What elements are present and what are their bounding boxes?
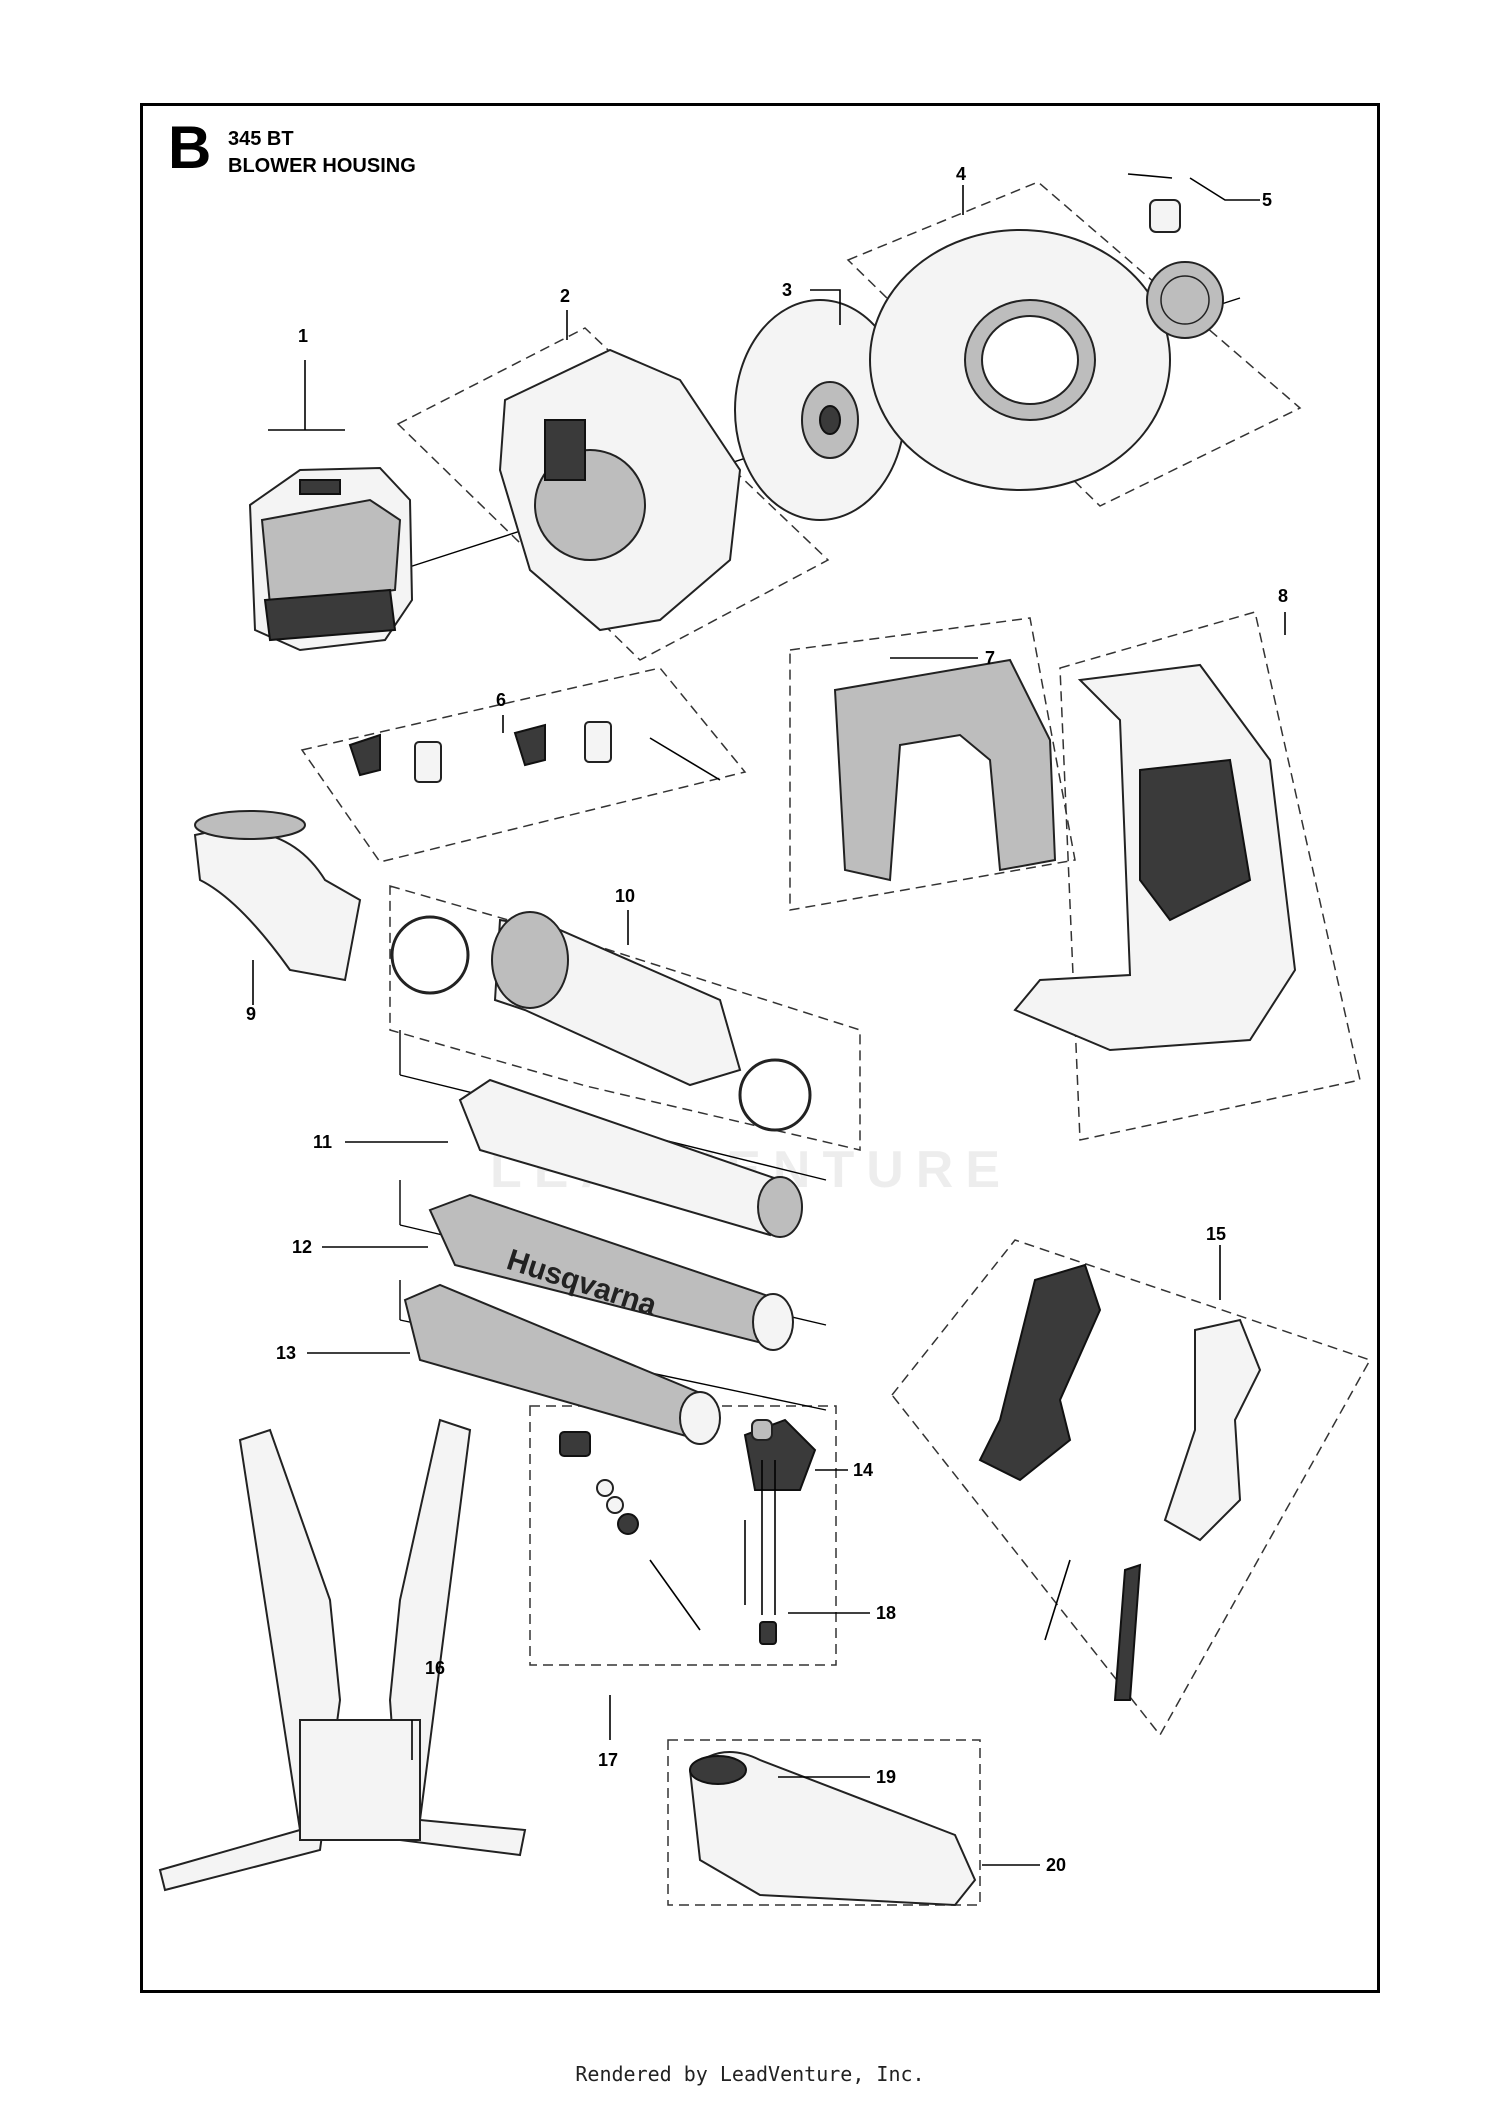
title-block: 345 BT BLOWER HOUSING	[228, 126, 416, 180]
callout-9: 9	[246, 1004, 256, 1024]
footer-credit: Rendered by LeadVenture, Inc.	[575, 2062, 925, 2086]
valve-part	[559, 1431, 701, 1631]
callout-18: 18	[876, 1603, 896, 1623]
fan-cover-part	[869, 229, 1171, 491]
callout-10: 10	[615, 886, 635, 906]
harness-part	[158, 1418, 527, 1892]
callout-3: 3	[782, 280, 792, 300]
callout-5: 5	[1262, 190, 1272, 210]
diagram-title: BLOWER HOUSING	[228, 155, 416, 177]
leader-5	[1189, 177, 1260, 201]
back-pad-part	[833, 658, 1057, 882]
group-box-15	[891, 1239, 1372, 1737]
callout-6: 6	[496, 690, 506, 710]
callout-13: 13	[276, 1343, 296, 1363]
callout-2: 2	[560, 286, 570, 306]
group-box-20	[667, 1739, 981, 1906]
group-box-17-18	[529, 1405, 837, 1666]
tube-part	[458, 1078, 803, 1238]
callout-14: 14	[853, 1460, 873, 1480]
filter-part	[1127, 173, 1224, 339]
callout-1: 1	[298, 326, 308, 346]
callout-20: 20	[1046, 1855, 1066, 1875]
callout-16: 16	[425, 1658, 445, 1678]
group-box-7	[789, 617, 1076, 911]
callout-8: 8	[1278, 586, 1288, 606]
rods-part	[744, 1419, 777, 1645]
callout-15: 15	[1206, 1224, 1226, 1244]
callout-11: 11	[313, 1132, 332, 1152]
callout-12: 12	[292, 1237, 312, 1257]
backplate-part	[1013, 663, 1297, 1052]
group-box-6	[300, 667, 747, 863]
flex-hose-part	[390, 911, 812, 1132]
fuel-tank-part	[688, 1751, 977, 1907]
callout-19: 19	[876, 1767, 896, 1787]
callout-17: 17	[598, 1750, 618, 1770]
diagram-frame	[140, 103, 1380, 1993]
mounting-kit-part	[348, 721, 721, 783]
elbow-part	[193, 810, 362, 982]
engine-cover-part	[248, 466, 414, 652]
end-tube-part	[403, 1283, 721, 1445]
fan-housing-part	[498, 348, 742, 632]
callout-4: 4	[956, 164, 966, 184]
callout-7: 7	[985, 648, 995, 668]
model-name: 345 BT	[228, 128, 294, 150]
group-box-4	[846, 181, 1302, 507]
fan-wheel-part	[734, 299, 906, 521]
leader-3	[810, 289, 841, 325]
section-letter: B	[168, 114, 212, 181]
handle-assembly-part	[978, 1263, 1262, 1701]
